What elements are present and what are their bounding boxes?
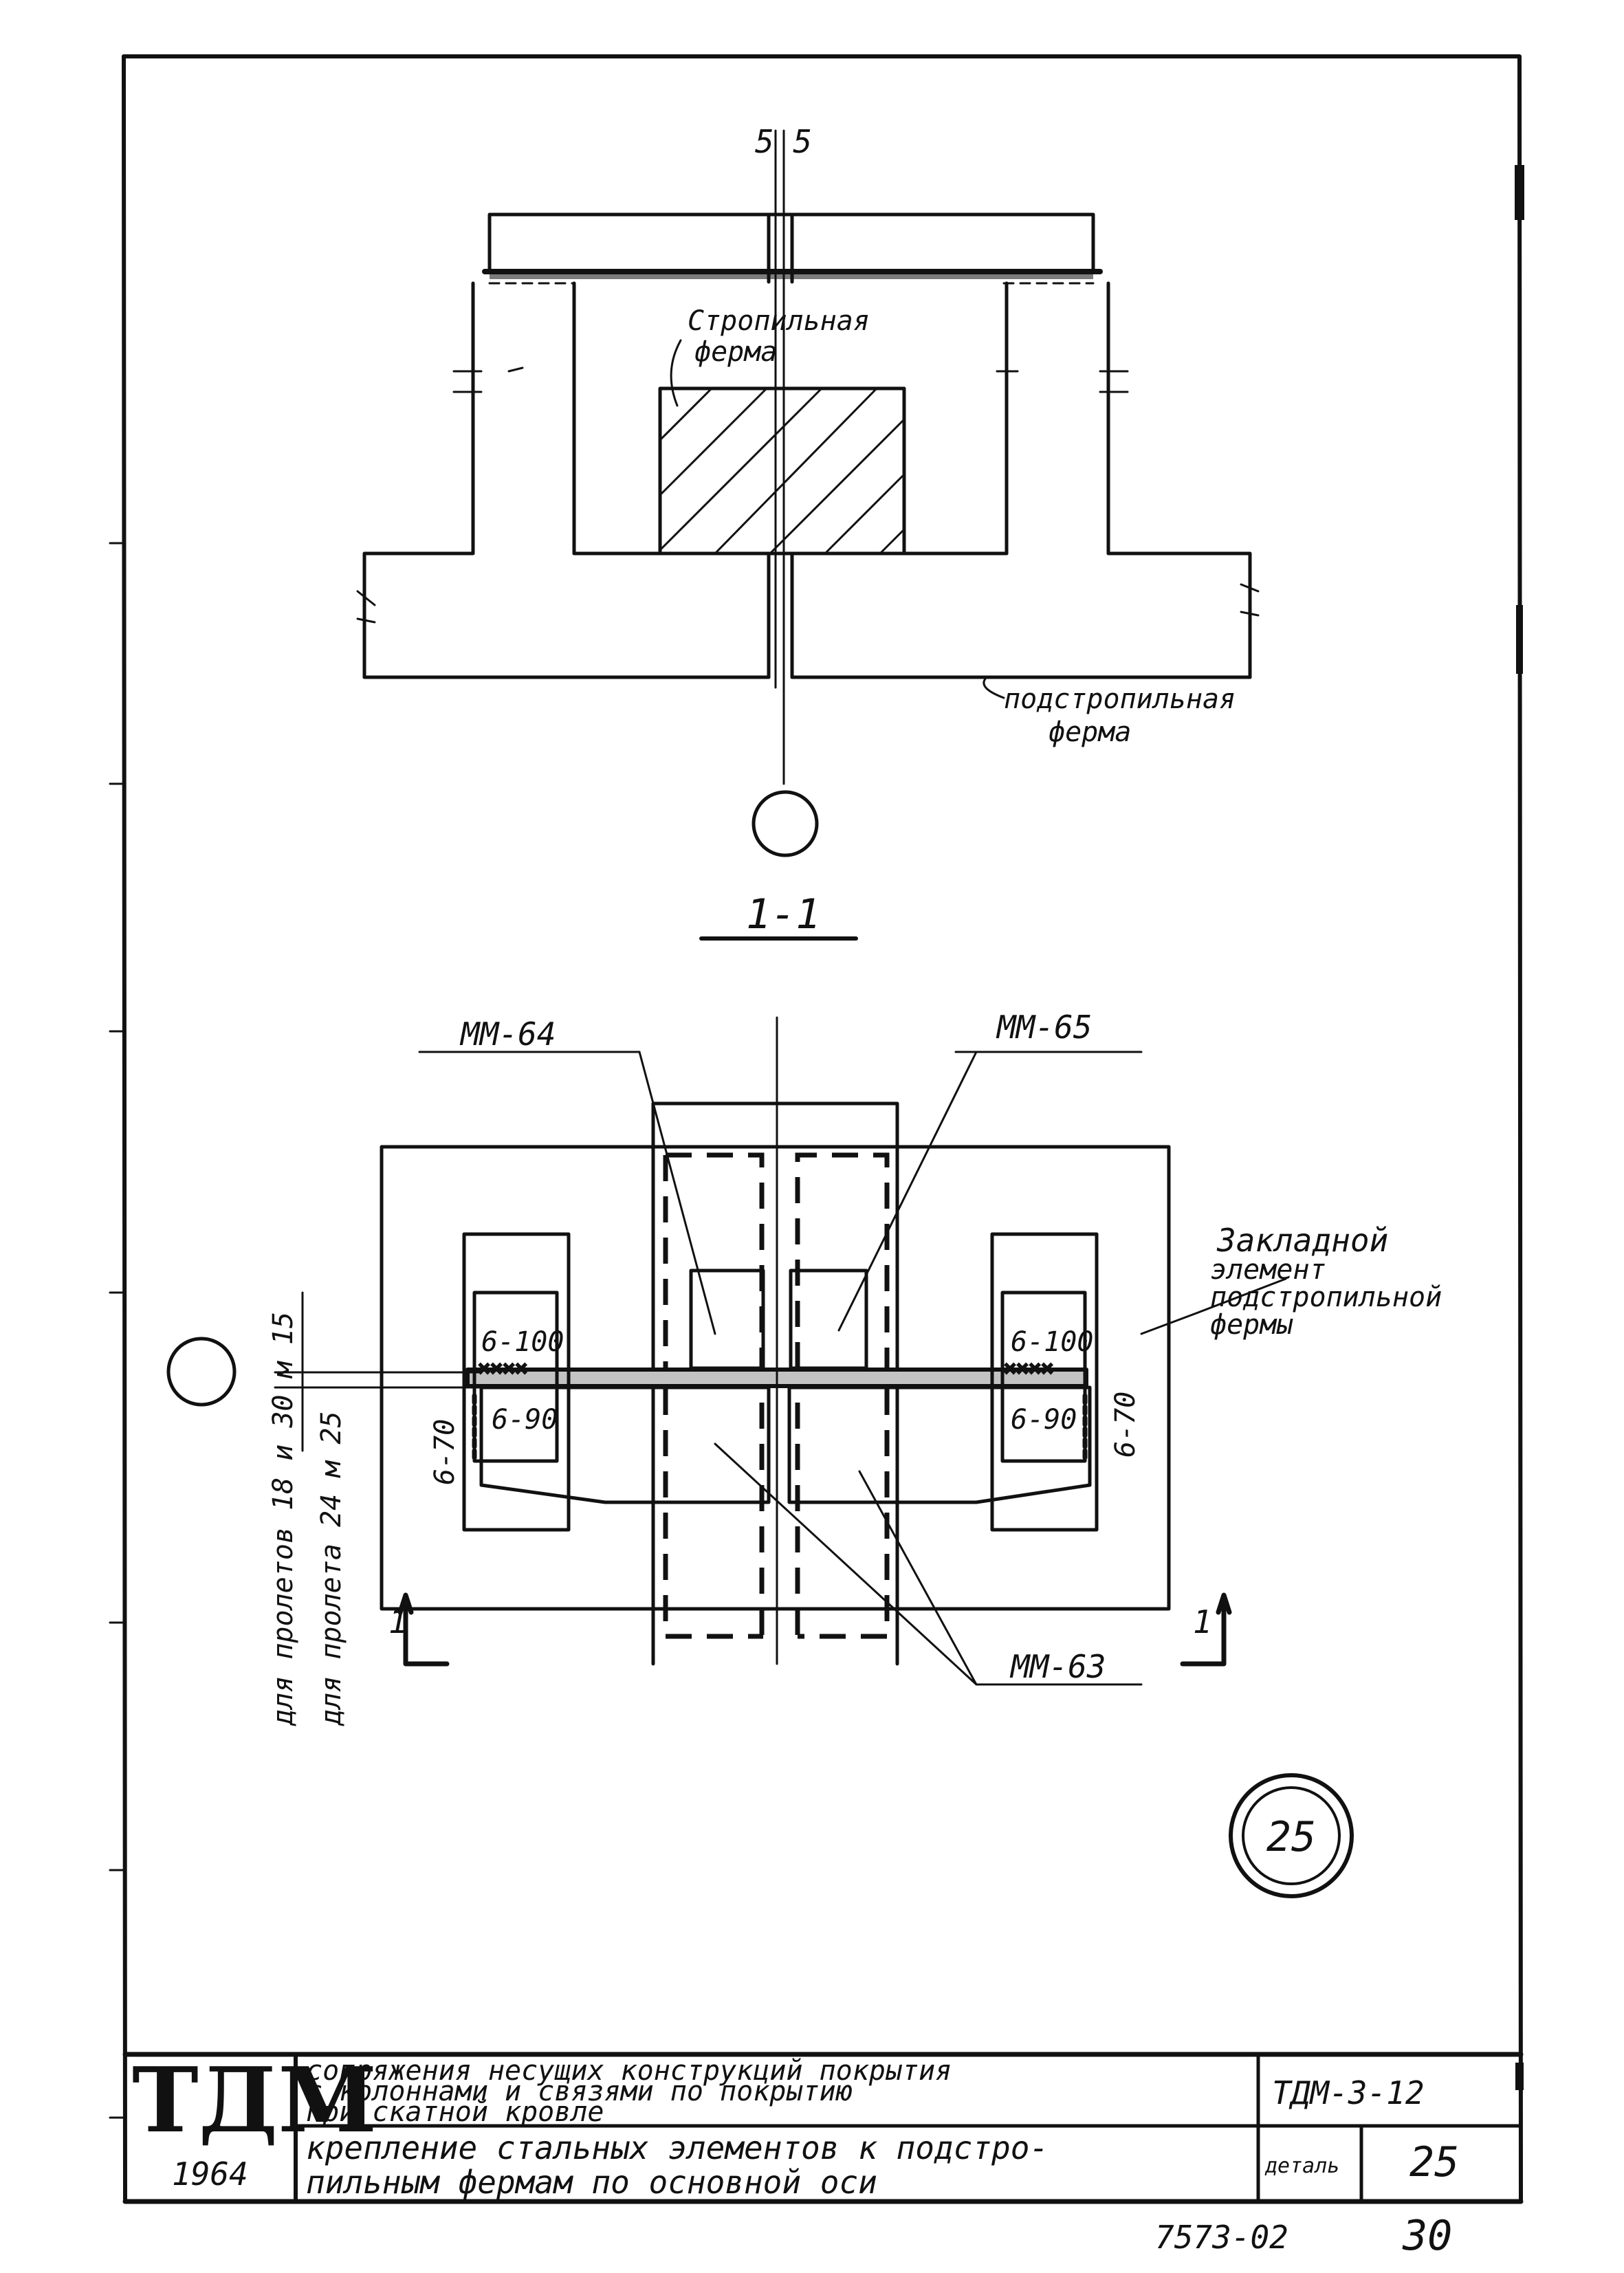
subtitle-line2: пильным фермам по основной оси bbox=[306, 2164, 877, 2201]
title-line2: с колоннами и связями по покрытию bbox=[306, 2076, 853, 2107]
detail-badge-number: 25 bbox=[1266, 1813, 1316, 1861]
detail-badge: 25 bbox=[1229, 1773, 1354, 1898]
title-block: ТДМ 1964 сопряжения несущих конструкций … bbox=[122, 2047, 1524, 2204]
weld-left-top: 6-100 bbox=[481, 1326, 564, 1358]
truss-label-line2: ферма bbox=[694, 336, 777, 368]
subtruss-label-line1: подстропильная bbox=[1004, 683, 1236, 715]
cut-mark-right: 1 bbox=[1193, 1603, 1212, 1640]
title-line1: сопряжения несущих конструкций покрытия bbox=[306, 2055, 952, 2087]
embed-label-line2: элемент bbox=[1210, 1254, 1326, 1286]
embed-label-line3: подстропильной bbox=[1210, 1282, 1442, 1313]
logo-tdm: ТДМ bbox=[132, 2047, 377, 2153]
detail-label: деталь bbox=[1264, 2154, 1339, 2178]
section-1-1-plan: ×××× ×××× 6-100 6-90 6-100 6-90 6-70 6-7… bbox=[166, 1009, 1442, 1726]
cut-mark-left: 1 bbox=[388, 1603, 408, 1640]
series-code: ТДМ-3-12 bbox=[1272, 2074, 1425, 2111]
svg-text:××××: ×××× bbox=[478, 1357, 527, 1381]
section-5-5: 5 5 bbox=[356, 123, 1260, 857]
year: 1964 bbox=[172, 2155, 248, 2193]
part-mm-65: ММ-65 bbox=[996, 1009, 1092, 1046]
section-title-1-1: 1-1 bbox=[746, 890, 820, 938]
embed-label-line4: фермы bbox=[1210, 1309, 1293, 1341]
subtitle-line1: крепление стальных элементов к подстро- bbox=[306, 2129, 1049, 2166]
title-line3: при скатной кровле bbox=[306, 2096, 604, 2128]
section-1-1-title: 1-1 bbox=[699, 890, 858, 941]
truss-label-line1: Стропильная bbox=[688, 305, 870, 337]
weld-left-side: 6-70 bbox=[429, 1419, 461, 1485]
weld-right-top: 6-100 bbox=[1011, 1326, 1093, 1358]
sheet-number: 30 bbox=[1402, 2212, 1452, 2260]
part-mm-63: ММ-63 bbox=[1009, 1648, 1106, 1685]
weld-left-mid: 6-90 bbox=[492, 1404, 558, 1436]
weld-right-mid: 6-90 bbox=[1011, 1404, 1077, 1436]
detail-number: 25 bbox=[1409, 2138, 1459, 2186]
span-note-24: для пролета 24 м 25 bbox=[316, 1411, 347, 1726]
sheet-frame bbox=[109, 54, 1524, 2204]
svg-text:××××: ×××× bbox=[1004, 1357, 1053, 1381]
weld-right-side: 6-70 bbox=[1110, 1392, 1141, 1458]
embed-label-line1: Закладной bbox=[1216, 1222, 1388, 1259]
part-mm-64: ММ-64 bbox=[459, 1015, 556, 1053]
footer-code: 7573-02 bbox=[1155, 2219, 1288, 2256]
span-note-18-30: для пролетов 18 и 30 м 15 bbox=[267, 1312, 299, 1726]
subtruss-label-line2: ферма bbox=[1049, 716, 1131, 748]
